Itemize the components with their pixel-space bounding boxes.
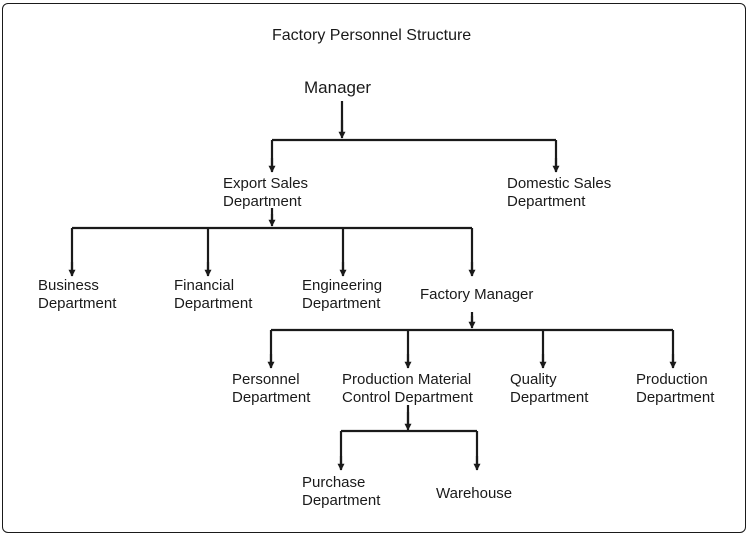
node-quality-line-1: Quality [510,371,557,388]
node-purchase-department: Purchase Department [302,474,380,510]
node-engineering-department: Engineering Department [302,277,382,313]
node-warehouse: Warehouse [436,485,512,503]
node-financial-line-2: Department [174,295,253,312]
node-personnel-line-1: Personnel [232,371,300,388]
node-engineering-line-2: Department [302,295,381,312]
node-business-line-2: Department [38,295,117,312]
node-domestic-sales-department: Domestic Sales Department [507,175,611,211]
node-personnel-department: Personnel Department [232,371,310,407]
node-business-department: Business Department [38,277,116,313]
node-manager-line-1: Manager [304,78,372,97]
node-production-material-control-department: Production Material Control Department [342,371,473,407]
node-export-sales-line-2: Department [223,193,302,210]
node-engineering-line-1: Engineering [302,277,383,294]
node-pmc-line-2: Control Department [342,389,473,406]
node-manager: Manager [304,79,371,97]
node-pmc-line-1: Production Material [342,371,472,388]
chart-frame [2,3,746,533]
node-warehouse-line-1: Warehouse [436,485,513,502]
node-export-sales-department: Export Sales Department [223,175,308,211]
node-production-line-1: Production [636,371,708,388]
node-domestic-sales-line-1: Domestic Sales [507,175,612,192]
node-export-sales-line-1: Export Sales [223,175,309,192]
node-financial-line-1: Financial [174,277,235,294]
node-quality-line-2: Department [510,389,589,406]
node-production-department: Production Department [636,371,714,407]
node-factory-manager: Factory Manager [420,286,533,304]
node-personnel-line-2: Department [232,389,311,406]
node-domestic-sales-line-2: Department [507,193,586,210]
node-financial-department: Financial Department [174,277,252,313]
node-purchase-line-1: Purchase [302,474,366,491]
chart-title: Factory Personnel Structure [272,27,472,44]
node-purchase-line-2: Department [302,492,381,509]
node-factory-manager-line-1: Factory Manager [420,286,534,303]
node-business-line-1: Business [38,277,99,294]
node-quality-department: Quality Department [510,371,588,407]
node-production-line-2: Department [636,389,715,406]
